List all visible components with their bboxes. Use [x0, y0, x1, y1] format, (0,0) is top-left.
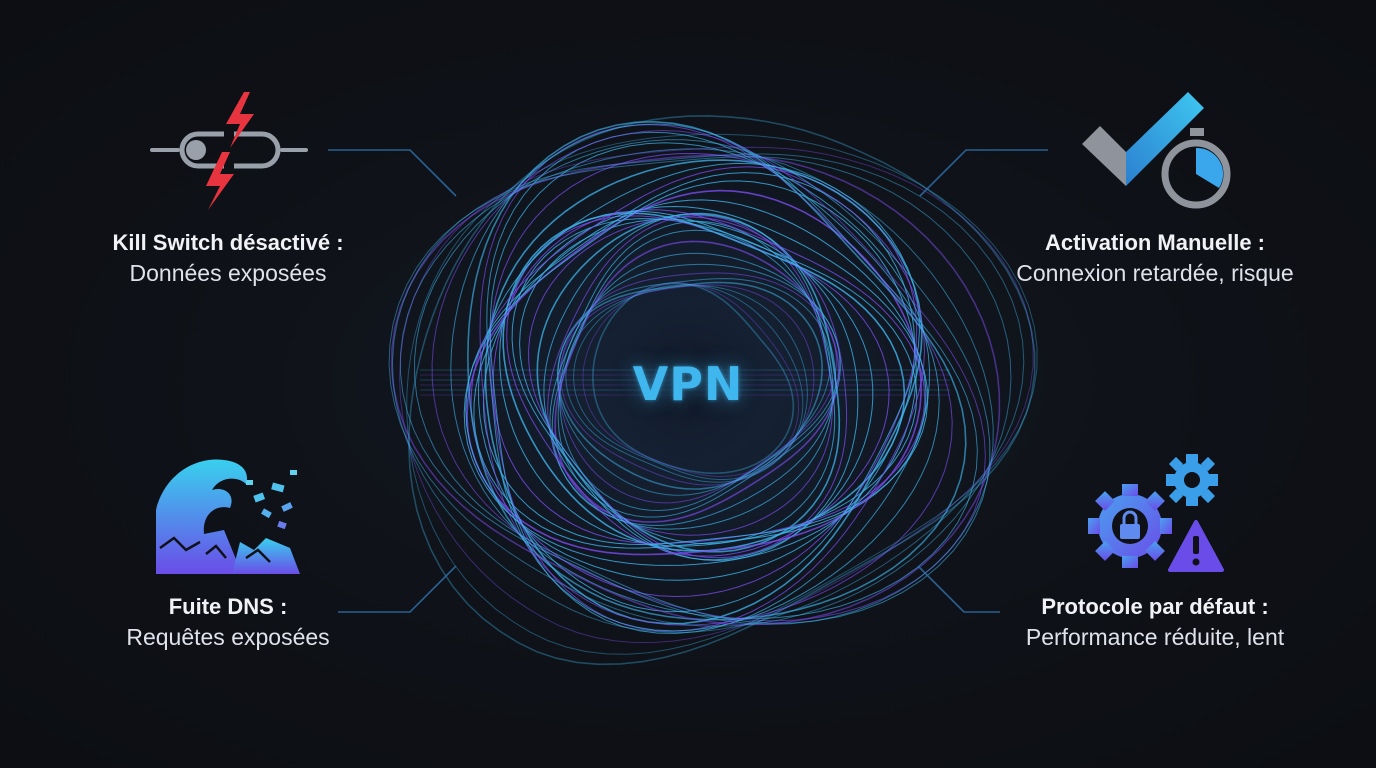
- item-dns-desc: Requêtes exposées: [126, 624, 330, 650]
- swirl-ring: [388, 156, 1012, 627]
- swirl-ring: [414, 139, 991, 624]
- swirl-ring: [492, 209, 926, 545]
- item-fuite-dns: Fuite DNS : Requêtes exposées: [88, 592, 368, 652]
- swirl-ring: [406, 133, 1038, 655]
- item-kill-switch: Kill Switch désactivé : Données exposées: [78, 228, 378, 288]
- item-kill-switch-desc: Données exposées: [129, 260, 327, 286]
- item-protocol-title: Protocole par défaut :: [1041, 594, 1269, 619]
- swirl-ring: [463, 180, 917, 566]
- swirl-ring: [502, 212, 906, 552]
- swirl-ring: [477, 162, 920, 613]
- swirl-ring: [549, 220, 834, 530]
- swirl-ring: [486, 131, 940, 632]
- swirl-ring: [489, 152, 926, 632]
- swirl-ring: [551, 229, 836, 526]
- item-protocol-desc: Performance réduite, lent: [1025, 624, 1285, 650]
- item-dns-title: Fuite DNS :: [168, 594, 288, 619]
- swirl-ring: [499, 210, 918, 547]
- item-protocole: Protocole par défaut : Performance rédui…: [1000, 592, 1310, 652]
- switch-lightning-icon: [150, 90, 310, 210]
- item-activation-title: Activation Manuelle :: [1044, 230, 1266, 255]
- swirl-ring: [582, 282, 800, 478]
- swirl-ring: [506, 215, 890, 557]
- swirl-ring: [547, 214, 833, 536]
- swirl-ring: [390, 154, 1001, 626]
- swirl-ring: [554, 240, 840, 523]
- crashing-wave-icon: [150, 450, 310, 574]
- vpn-center-label: VPN: [632, 357, 744, 411]
- item-activation-desc: Connexion retardée, risque: [1016, 260, 1294, 286]
- swirl-ring: [450, 123, 978, 620]
- gears-lock-warning-icon: [1082, 452, 1228, 574]
- swirl-ring: [391, 153, 1025, 633]
- swirl-ring: [482, 205, 929, 546]
- swirl-ring: [466, 189, 922, 556]
- swirl-ring: [489, 142, 931, 634]
- checkmark-stopwatch-icon: [1078, 88, 1238, 212]
- swirl-ring: [467, 120, 967, 621]
- swirl-ring: [399, 148, 994, 625]
- swirl-ring: [559, 263, 841, 512]
- swirl-ring: [465, 172, 916, 581]
- swirl-ring: [592, 282, 795, 475]
- swirl-ring: [473, 199, 927, 549]
- swirl-ring: [399, 146, 1034, 643]
- item-kill-switch-title: Kill Switch désactivé :: [112, 230, 344, 255]
- item-activation-manuelle: Activation Manuelle : Connexion retardée…: [1000, 228, 1310, 288]
- swirl-ring: [408, 115, 1036, 666]
